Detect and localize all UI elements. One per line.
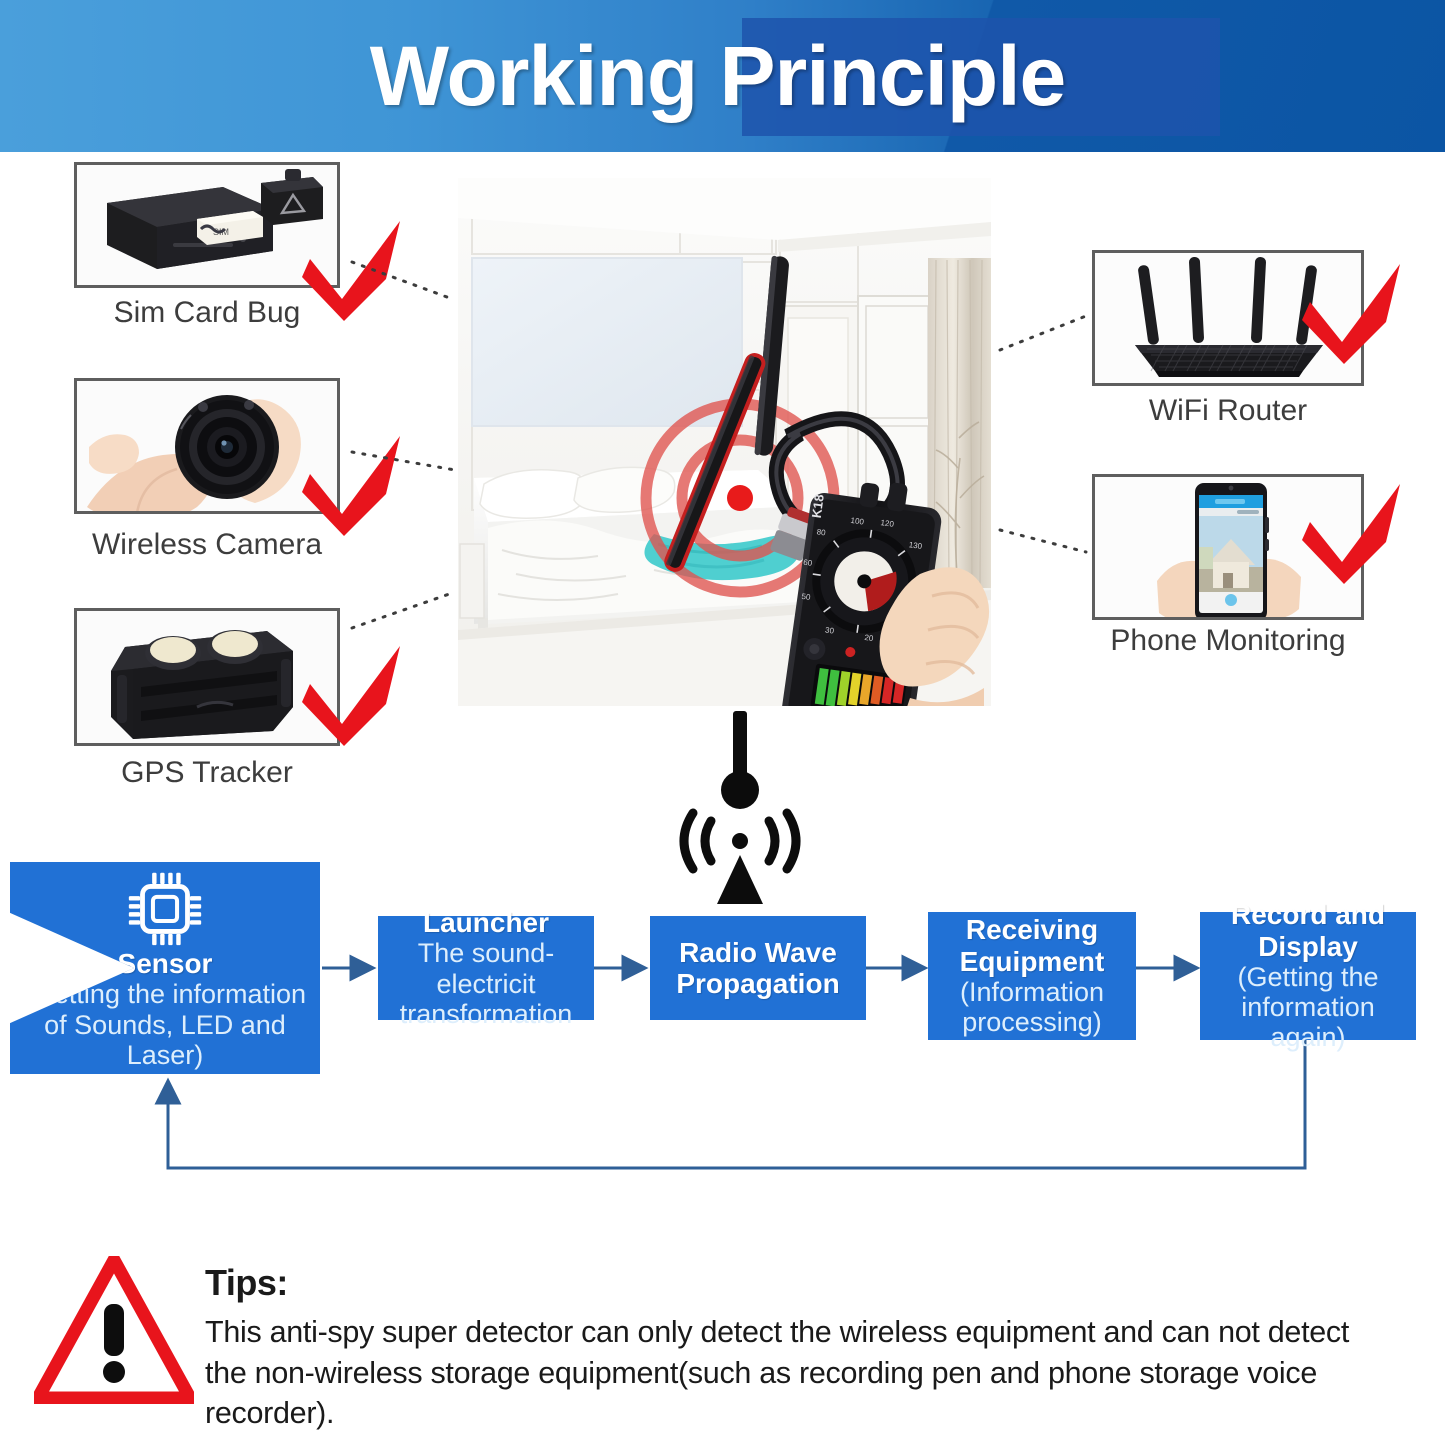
- tips-body: This anti-spy super detector can only de…: [205, 1312, 1435, 1434]
- checkmark-phone-monitoring: [1302, 484, 1400, 584]
- tips-heading: Tips:: [205, 1262, 288, 1303]
- caption-gps-tracker: GPS Tracker: [121, 756, 293, 789]
- checkmark-wifi-router: [1302, 264, 1400, 364]
- flow-box-record-display-title: Record and Display: [1230, 899, 1386, 962]
- sim-card-bug-photo: SIM: [77, 165, 337, 285]
- svg-text:50: 50: [801, 592, 812, 602]
- svg-text:20: 20: [864, 633, 875, 643]
- caption-phone-monitoring: Phone Monitoring: [1110, 624, 1346, 657]
- broadcast-tower-icon: [679, 711, 801, 904]
- warning-triangle-icon: [34, 1256, 194, 1404]
- gps-tracker-photo: [77, 611, 337, 743]
- page-title: Working Principle: [369, 28, 1067, 123]
- checkmark-wireless-camera: [302, 436, 400, 536]
- flow-box-sensor: Sensor (Getting the information of Sound…: [10, 862, 320, 1074]
- caption-wifi-router: WiFi Router: [1148, 394, 1308, 427]
- flow-box-radio-wave-title: Radio Wave Propagation: [676, 936, 840, 999]
- checkmark-sim-card-bug: [302, 221, 400, 321]
- header-title-plate: [742, 18, 1220, 136]
- svg-text:30: 30: [825, 625, 836, 635]
- wireless-camera-photo: [77, 381, 337, 511]
- checkmark-gps-tracker: [302, 646, 400, 746]
- tips-line-2: the non-wireless storage equipment(such …: [205, 1355, 1317, 1431]
- flow-box-sensor-title: Sensor: [117, 947, 213, 979]
- caption-wireless-camera: Wireless Camera: [91, 528, 323, 561]
- flow-box-launcher: Launcher The sound-electricit transforma…: [378, 907, 594, 1029]
- card-sim-card-bug: SIM: [74, 162, 340, 288]
- card-gps-tracker: [74, 608, 340, 746]
- page-header: Working Principle: [0, 0, 1445, 152]
- flow-box-receiving-equipment: Receiving Equipment (Information process…: [928, 912, 1136, 1040]
- flow-box-record-display-sub: (Getting the information again): [1237, 962, 1379, 1053]
- flow-box-launcher-sub: The sound-electricit transformation: [399, 938, 573, 1029]
- flow-box-sensor-sub: (Getting the information of Sounds, LED …: [23, 979, 307, 1070]
- caption-sim-card-bug: Sim Card Bug: [113, 296, 301, 329]
- flow-box-radio-wave: Radio Wave Propagation: [650, 916, 866, 1020]
- svg-text:100: 100: [850, 516, 865, 527]
- card-wireless-camera: [74, 378, 340, 514]
- svg-text:130: 130: [908, 540, 923, 551]
- svg-text:120: 120: [880, 518, 895, 529]
- svg-text:K18: K18: [809, 493, 827, 519]
- microchip-icon: [128, 872, 202, 946]
- svg-text:80: 80: [816, 527, 827, 537]
- flow-box-record-display: Record and Display (Getting the informat…: [1200, 899, 1416, 1052]
- flow-box-launcher-title: Launcher: [422, 906, 550, 938]
- svg-text:60: 60: [803, 558, 814, 568]
- flow-box-receiving-equipment-title: Receiving Equipment: [959, 914, 1105, 977]
- flow-box-receiving-equipment-sub: (Information processing): [959, 977, 1105, 1038]
- tips-line-1: This anti-spy super detector can only de…: [205, 1315, 1350, 1349]
